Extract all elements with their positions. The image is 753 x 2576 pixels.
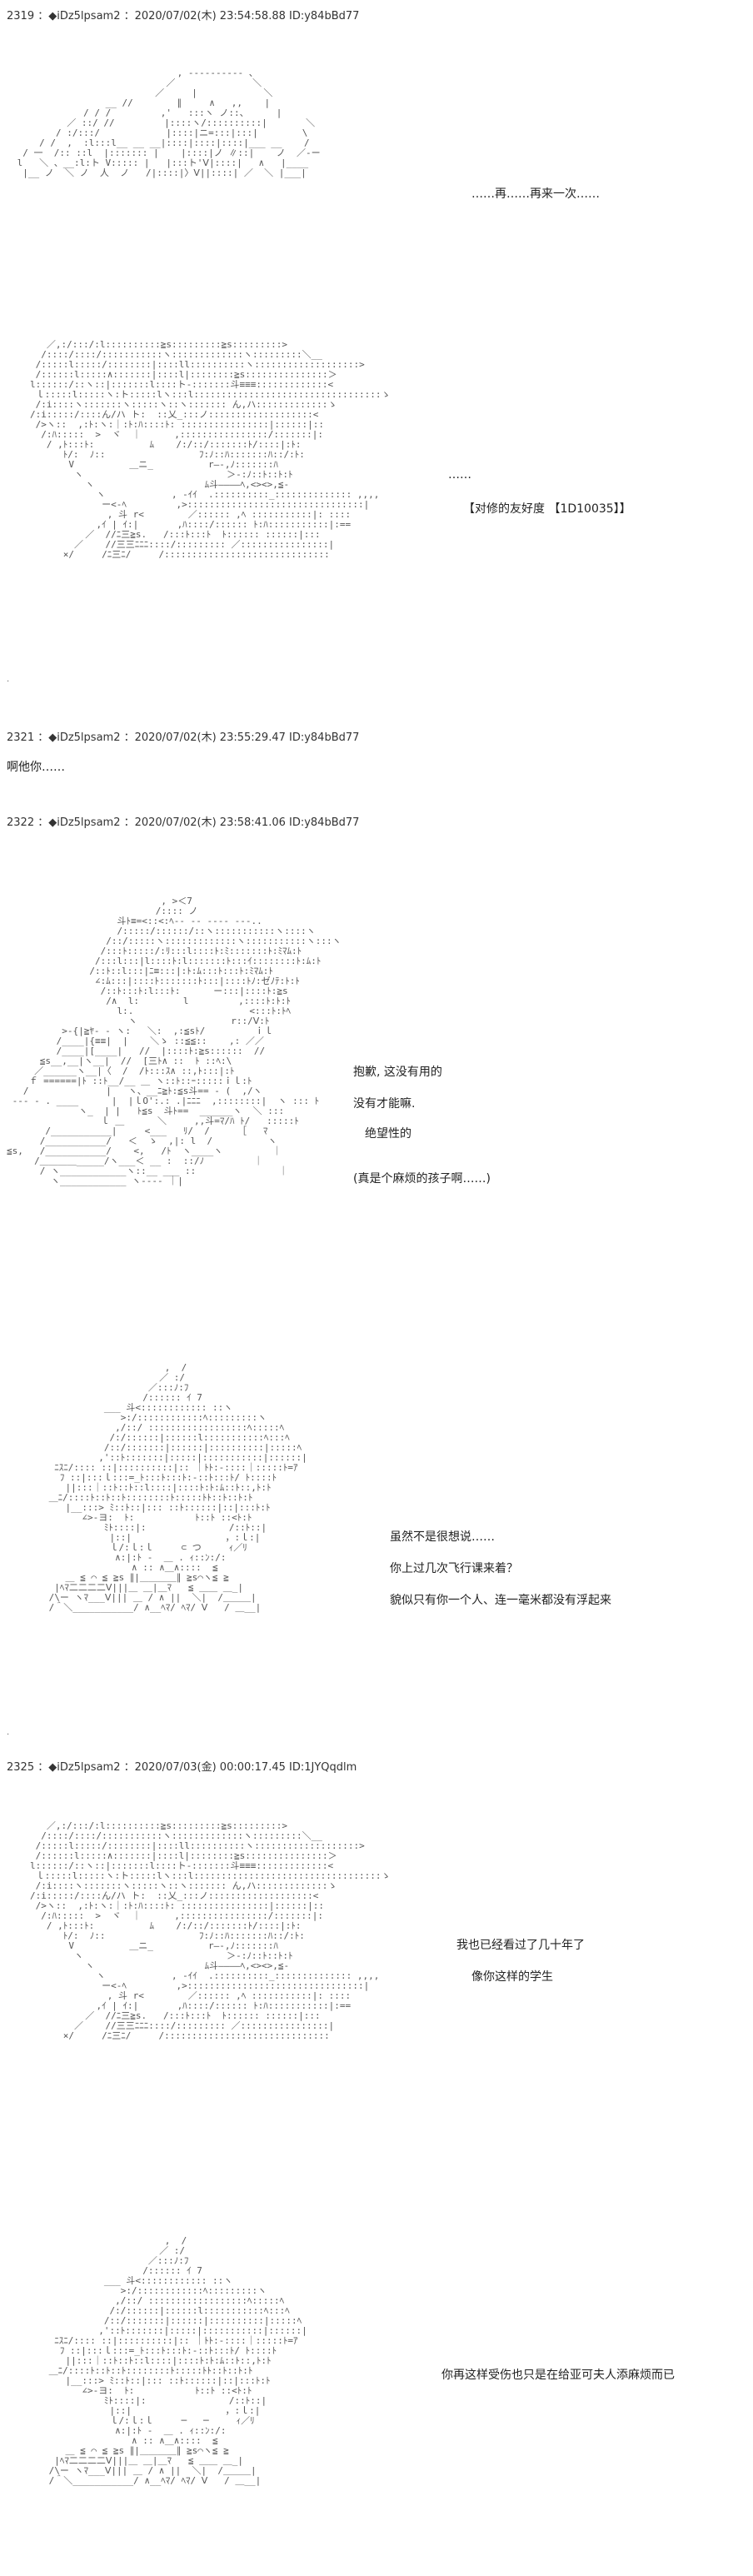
ascii-art-figure-2: , >＜7 /:::: ノ 斗ﾄ≡=<::<:ﾍ-- -- ---- ---..…	[7, 896, 342, 1186]
ascii-art-face-2: ／,:/:::/:l::::::::::≧s:::::::::≧s:::::::…	[30, 1820, 391, 2041]
dialogue-line: 抱歉, 这没有用的	[353, 1066, 442, 1079]
dialogue-line: 像你这样的学生	[471, 1970, 553, 1984]
separator-dot: .	[7, 675, 10, 684]
dialogue-line: 没有才能嘛.	[353, 1097, 416, 1111]
dialogue-line: 我也已经看过了几十年了	[456, 1939, 585, 1952]
ascii-art-figure-4: , / ／ :/ ／:::ﾉ:ﾌ /:::::: ｲ 7 ___ 斗<:::::…	[48, 2235, 307, 2486]
dialogue-line: 绝望性的	[365, 1127, 411, 1141]
dialogue-line: 【对修的友好度 【1D10035】】	[463, 502, 631, 516]
ascii-art-figure-3: , / ／ :/ ／:::ﾉ:ﾌ /:::::: ｲ 7 ___ 斗<:::::…	[48, 1362, 307, 1613]
separator-dot: .	[7, 1728, 10, 1737]
dialogue-line: ……	[448, 468, 471, 482]
post-header: 2322 ：◆iDz5lpsam2 ：2020/07/02(木) 23:58:4…	[7, 816, 360, 829]
ascii-art-face-1: ／,:/:::/:l::::::::::≧s:::::::::≧s:::::::…	[30, 339, 391, 560]
post-header: 2321 ：◆iDz5lpsam2 ：2020/07/02(木) 23:55:2…	[7, 731, 360, 744]
dialogue-line: (真是个麻烦的孩子啊……)	[353, 1172, 491, 1186]
dialogue-line: 你再这样受伤也只是在给亚可夫人添麻烦而已	[441, 2369, 675, 2382]
post-header: 2319 ：◆iDz5lpsam2 ：2020/07/02(木) 23:54:5…	[7, 10, 360, 22]
ascii-art-hat-figure: , ---------- 、 ／ ＼ ／ | ＼ __ // ∥ ∧ ,, | …	[17, 67, 321, 178]
dialogue-line: 啊他你……	[7, 761, 65, 774]
dialogue-line: 虽然不是很想说……	[390, 1530, 495, 1544]
post-header: 2325 ：◆iDz5lpsam2 ：2020/07/03(金) 00:00:1…	[7, 1761, 357, 1774]
dialogue-line: 你上过几次飞行课来着？	[390, 1562, 518, 1575]
dialogue-line: 貌似只有你一个人、连一毫米都没有浮起来	[390, 1594, 611, 1607]
dialogue-line: ……再……再来一次……	[471, 187, 600, 201]
